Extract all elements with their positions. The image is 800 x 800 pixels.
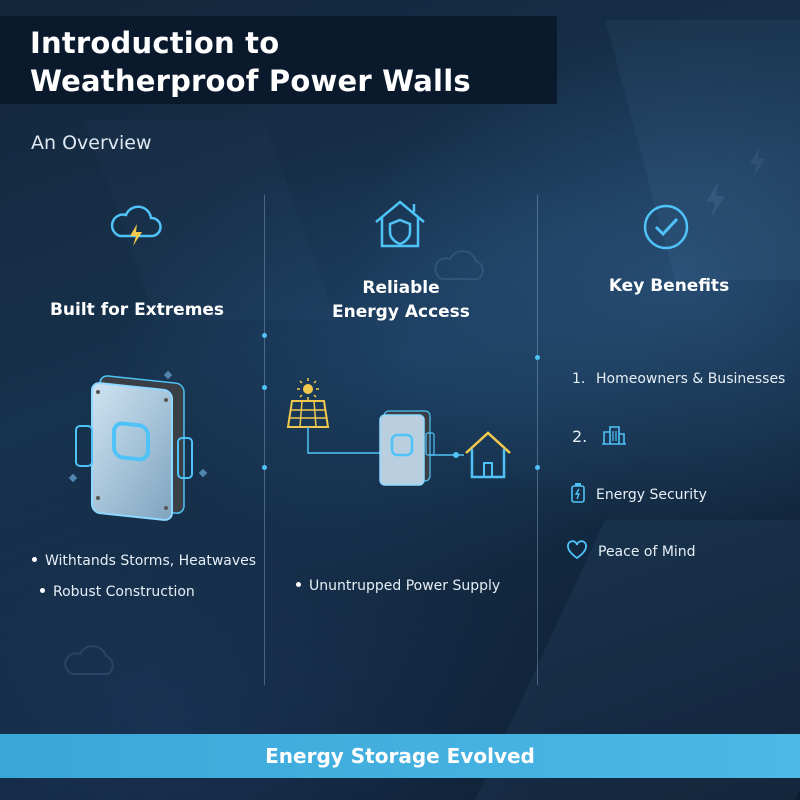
- faint-cloud-icon: [64, 645, 114, 675]
- benefit-item: Energy Security: [570, 483, 707, 506]
- faint-lightning-icon: [706, 182, 725, 218]
- column-heading-benefits: Key Benefits: [608, 276, 730, 296]
- bullet-item: Ununtrupped Power Supply: [296, 578, 500, 594]
- column-heading-extremes: Built for Extremes: [49, 300, 225, 320]
- benefit-item: Peace of Mind: [566, 540, 696, 562]
- energy-flow-diagram: [286, 378, 511, 486]
- benefit-item: 1.Homeowners & Businesses: [572, 371, 786, 387]
- page-subtitle: An Overview: [31, 132, 152, 154]
- bullet-item: Robust Construction: [40, 584, 195, 600]
- column-heading-reliable-line1: Reliable: [362, 278, 440, 298]
- title-banner: Introduction to Weatherproof Power Walls: [0, 16, 557, 104]
- column-divider: [535, 195, 540, 685]
- faint-cloud-icon: [434, 250, 484, 280]
- footer-banner: Energy Storage Evolved: [0, 734, 800, 778]
- bullet-item: Withtands Storms, Heatwaves: [32, 553, 256, 569]
- faint-lightning-icon: [749, 147, 765, 177]
- house-shield-icon: [375, 200, 425, 248]
- check-circle-icon: [643, 204, 689, 250]
- building-icon: [602, 426, 627, 445]
- heart-icon: [567, 540, 587, 560]
- battery-icon: [571, 483, 585, 503]
- cloud-lightning-icon: [110, 205, 162, 246]
- column-heading-reliable-line2: Energy Access: [332, 302, 470, 322]
- power-wall-unit-icon: [75, 375, 193, 521]
- page-title-line2: Weatherproof Power Walls: [30, 64, 471, 98]
- benefit-item: 2.: [572, 426, 627, 448]
- column-divider: [262, 195, 267, 685]
- page-title-line1: Introduction to: [30, 26, 280, 60]
- background-facet: [605, 20, 800, 280]
